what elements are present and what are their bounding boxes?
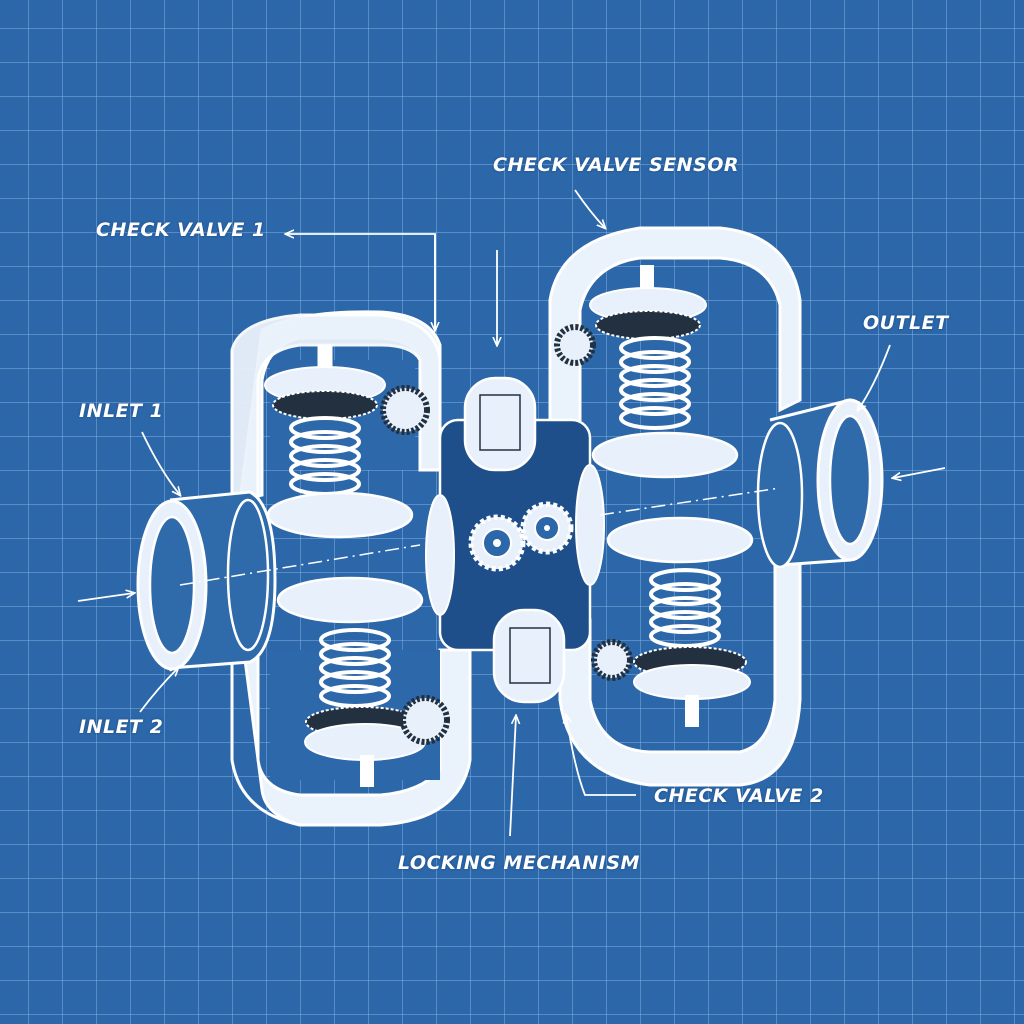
- label-check-valve-1: CHECK VALVE 1: [96, 219, 266, 241]
- lower-right-spring: [606, 516, 754, 727]
- label-outlet: OUTLET: [863, 312, 949, 334]
- upper-right-spring: [589, 265, 739, 479]
- leader-inlet-2: [139, 668, 178, 713]
- label-check-valve-sensor: CHECK VALVE SENSOR: [493, 154, 740, 176]
- label-inlet-2: INLET 2: [79, 716, 164, 738]
- leader-inlet-1: [141, 431, 180, 495]
- right-valve-housing: [548, 226, 884, 787]
- left-valve-housing: [136, 310, 472, 827]
- flow-arrow-inlet: [77, 593, 134, 602]
- flow-centerline: [179, 487, 781, 586]
- lower-left-spring: [276, 576, 426, 787]
- central-locking-mechanism: [425, 376, 605, 704]
- leader-outlet: [858, 344, 891, 410]
- label-inlet-1: INLET 1: [79, 400, 164, 422]
- label-check-valve-2: CHECK VALVE 2: [654, 785, 824, 807]
- leader-check-valve-2: [566, 715, 636, 796]
- leader-lines: [77, 189, 946, 837]
- leader-check-valve-sensor: [574, 189, 605, 228]
- leader-locking-mechanism: [509, 716, 516, 837]
- label-locking-mechanism: LOCKING MECHANISM: [398, 852, 640, 874]
- upper-left-spring: [264, 344, 414, 539]
- flow-arrow-outlet: [893, 467, 946, 478]
